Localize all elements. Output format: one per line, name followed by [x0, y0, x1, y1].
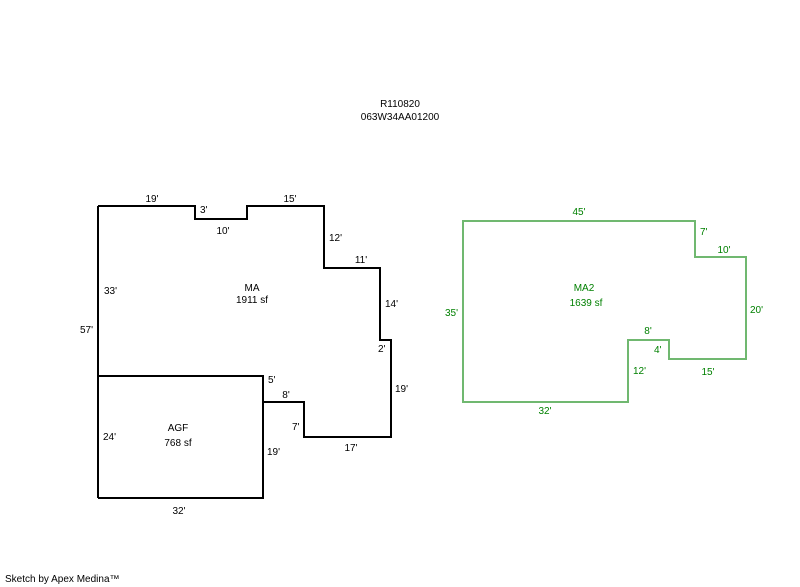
ma2-dim-right: 20': [750, 305, 764, 316]
ma2-area: 1639 sf: [569, 298, 603, 309]
sketch-credit: Sketch by Apex Medina™: [5, 574, 120, 585]
agf-dim-bottom: 32': [172, 506, 186, 517]
ma-dim-small-step: 2': [378, 344, 386, 355]
ma2-dim-inner-vert: 12': [633, 366, 647, 377]
ma-dim-right-step1: 12': [329, 233, 343, 244]
agf-dim-left: 24': [103, 432, 117, 443]
map-taxlot: 063W34AA01200: [360, 112, 440, 123]
ma2-dim-right-step: 7': [700, 227, 708, 238]
ma-dim-agf-corner: 5': [268, 375, 276, 386]
ma-dim-top-right: 15': [283, 194, 297, 205]
ma2-dim-top: 45': [572, 207, 586, 218]
ma-name: MA: [244, 283, 260, 294]
ma2-dim-step-top: 10': [717, 245, 731, 256]
ma-dim-notch-bottom: 10': [216, 226, 230, 237]
ma-dim-bottom: 17': [344, 443, 358, 454]
ma-outline: [98, 205, 392, 438]
agf-area: 768 sf: [164, 438, 192, 449]
ma2-name: MA2: [573, 283, 595, 294]
ma-area: 1911 sf: [235, 295, 269, 306]
ma2-dim-bottom: 32': [538, 406, 552, 417]
ma2-dim-left: 35': [445, 308, 459, 319]
ma-dim-inner-vert: 7': [292, 422, 300, 433]
agf-name: AGF: [167, 423, 189, 434]
ma-dim-right-step2: 14': [385, 299, 399, 310]
ma2-outline: [462, 220, 747, 403]
ma-dim-right-lower: 19': [395, 384, 409, 395]
ma-dim-inner-horiz: 8': [282, 390, 290, 401]
ma-dim-step-top: 11': [354, 255, 368, 266]
ma-dim-top-left: 19': [145, 194, 159, 205]
ma-dim-left-total: 57': [80, 325, 94, 336]
ma-dim-notch-side: 3': [200, 205, 208, 216]
parcel-id: R110820: [380, 99, 420, 110]
agf-dim-right: 19': [267, 447, 281, 458]
ma-dim-left-upper: 33': [104, 286, 118, 297]
agf-outline: [98, 375, 264, 499]
ma2-dim-notch-top: 8': [644, 326, 652, 337]
ma2-dim-bottom-right: 15': [701, 367, 715, 378]
ma2-dim-notch-side: 4': [654, 345, 662, 356]
